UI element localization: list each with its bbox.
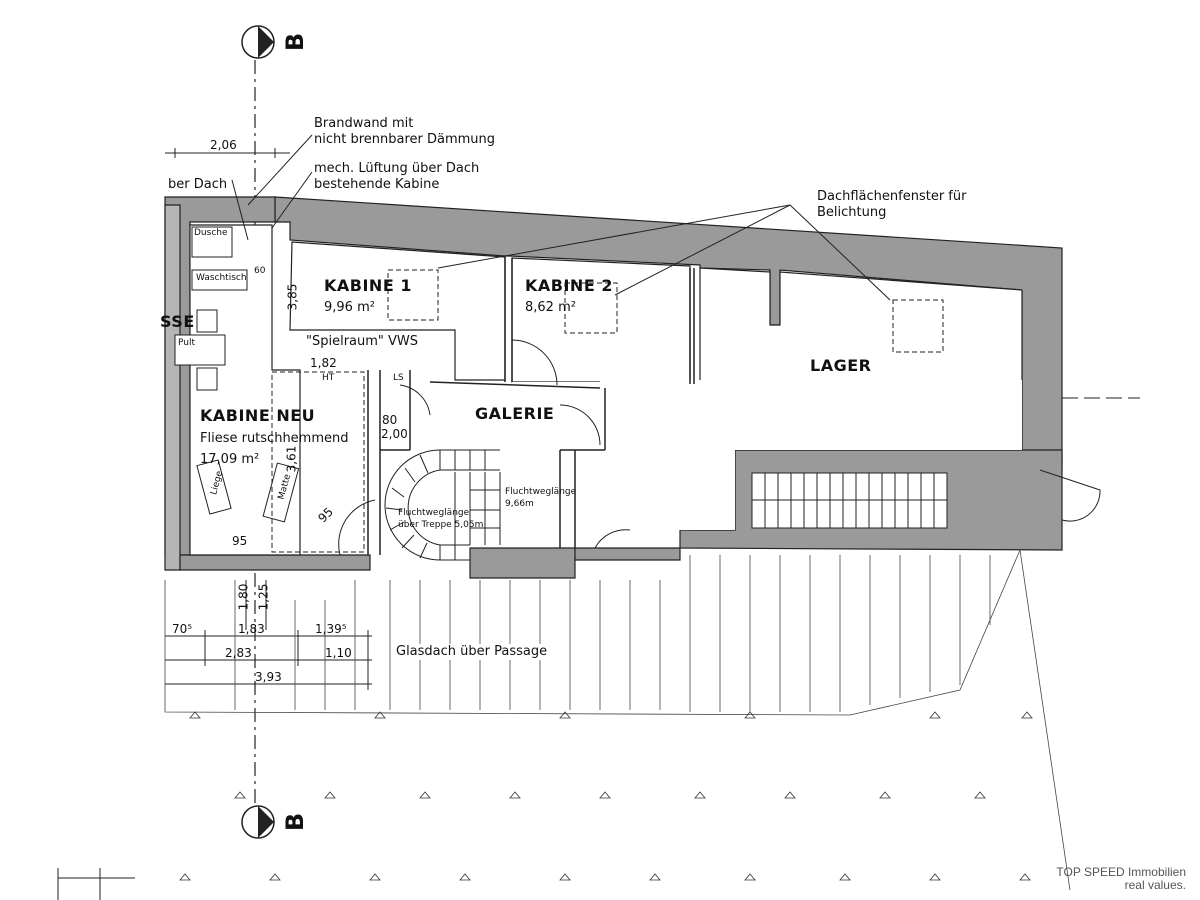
grid-markers <box>179 711 1033 881</box>
dim-ls: LS <box>393 373 404 383</box>
escape-route-1-label: Fluchtweglänge <box>505 487 577 497</box>
section-label-bottom: B <box>281 812 310 832</box>
dim-80: 80 <box>382 413 398 427</box>
glass-roof-label: Glasdach über Passage <box>396 644 548 660</box>
room-kabine-neu-floor: Fliese rutschhemmend <box>200 431 349 446</box>
dim-row1-c: 1,39⁵ <box>315 622 347 636</box>
room-kabine1-area: 9,96 m² <box>324 300 375 315</box>
spiral-staircase <box>384 449 501 561</box>
dim-row3: 3,93 <box>255 670 282 684</box>
dim-361: 3,61 <box>284 445 299 473</box>
room-galerie-name: GALERIE <box>475 404 555 423</box>
room-kabine2-area: 8,62 m² <box>525 300 576 315</box>
fixture-waschtisch: Waschtisch <box>196 273 247 283</box>
dim-180: 1,80 <box>236 583 251 611</box>
room-kabine-neu-area: 17,09 m² <box>200 452 260 467</box>
dim-95a: 95 <box>232 534 248 548</box>
dim-top: 2,06 <box>210 138 237 152</box>
dim-125: 1,25 <box>256 583 271 611</box>
dim-v1: 3,85 <box>285 283 300 311</box>
fixture-pult: Pult <box>178 338 196 348</box>
section-label-top: B <box>281 32 310 52</box>
escape-route-2-label: Fluchtweglänge <box>398 508 470 518</box>
room-kabine-neu-name: KABINE NEU <box>200 406 316 425</box>
glass-roof <box>164 549 1071 891</box>
ventilation-note-line2: bestehende Kabine <box>314 177 440 192</box>
roof-note: ber Dach <box>168 177 228 192</box>
brand-line2: real values. <box>1124 878 1186 892</box>
dim-182: 1,82 <box>310 356 337 370</box>
room-kabine1-name: KABINE 1 <box>324 276 412 295</box>
dim-row1-b: 1,83 <box>238 622 265 636</box>
branding: TOP SPEED Immobilien real values. <box>1056 866 1186 892</box>
dim-60: 60 <box>254 266 266 276</box>
straight-stair <box>751 472 948 529</box>
fixture-dusche: Dusche <box>194 228 228 238</box>
dim-row2-a: 2,83 <box>225 646 252 660</box>
brand-line1: TOP SPEED Immobilien <box>1056 865 1186 879</box>
dim-200: 2,00 <box>381 427 408 441</box>
room-kabine2-name: KABINE 2 <box>525 276 613 295</box>
escape-route-1-value: 9,66m <box>505 499 534 509</box>
dim-ht: HT <box>322 373 335 383</box>
dim-row2-b: 1,10 <box>325 646 352 660</box>
room-kasse-name: SSE <box>160 312 195 331</box>
room-lager-name: LAGER <box>810 356 872 375</box>
skylight-note-line2: Belichtung <box>817 205 887 220</box>
ventilation-note-line1: mech. Lüftung über Dach <box>314 161 480 176</box>
skylight-note-line1: Dachflächenfenster für <box>817 189 967 204</box>
dim-row1-a: 70⁵ <box>172 622 193 636</box>
firewall-note-line2: nicht brennbarer Dämmung <box>314 132 496 147</box>
skylights <box>387 269 944 353</box>
room-kabine1-note: "Spielraum" VWS <box>306 334 419 349</box>
firewall-note-line1: Brandwand mit <box>314 116 414 131</box>
escape-route-2-value: über Treppe 5,05m <box>398 520 484 530</box>
